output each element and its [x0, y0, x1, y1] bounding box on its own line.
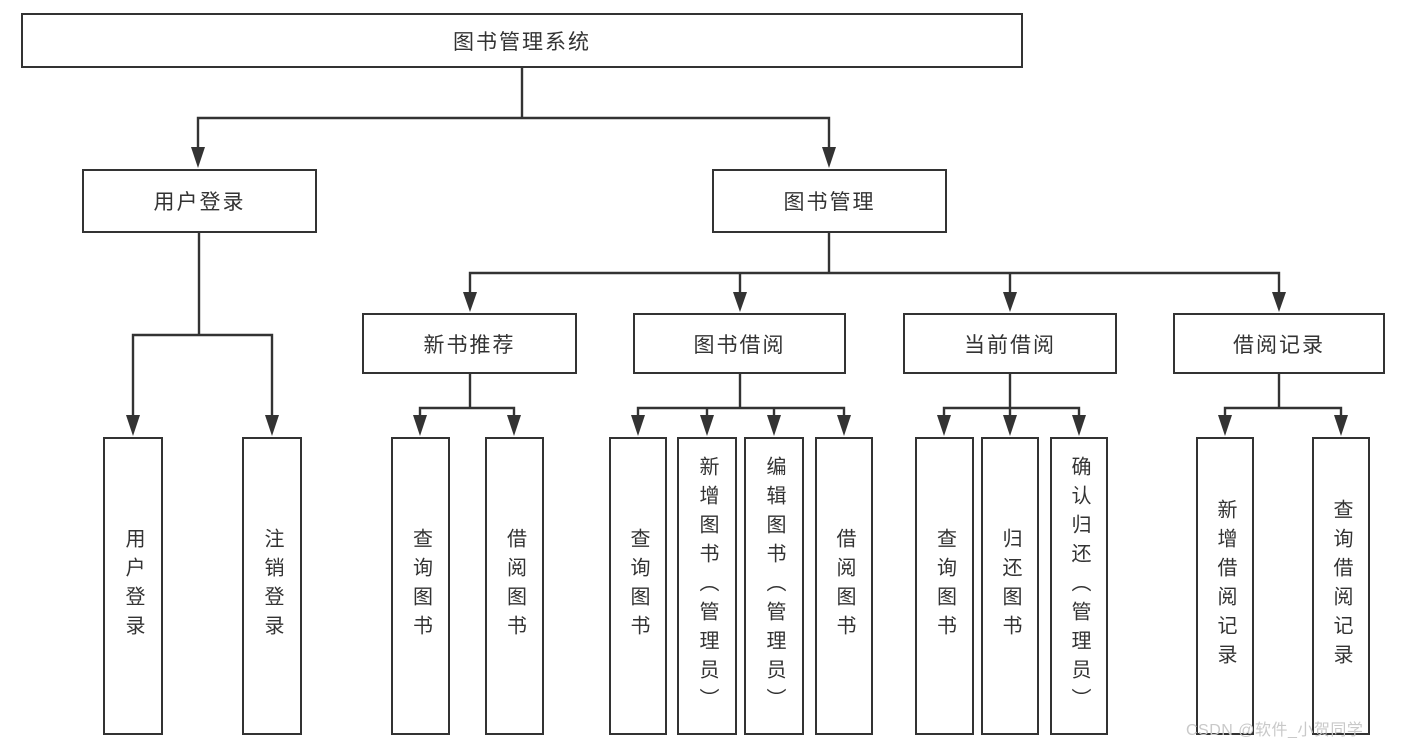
leaf-label: 查询图书	[409, 528, 432, 644]
leaf-br-add-record: 新增借阅记录	[1196, 437, 1254, 735]
leaf-nb-borrow-books: 借阅图书	[485, 437, 544, 735]
leaf-label: 借阅图书	[503, 528, 526, 644]
node-borrow-records: 借阅记录	[1173, 313, 1385, 374]
leaf-logout-login: 注销登录	[242, 437, 302, 735]
node-label: 当前借阅	[964, 333, 1056, 357]
leaf-label: 注销登录	[261, 528, 283, 644]
leaf-cb-confirm-return-admin: 确认归还（管理员）	[1050, 437, 1108, 735]
watermark: CSDN @软件_小贺同学	[1186, 722, 1364, 739]
node-current-borrow: 当前借阅	[903, 313, 1117, 374]
leaf-bb-edit-books-admin: 编辑图书（管理员）	[744, 437, 804, 735]
node-user-login: 用户登录	[82, 169, 317, 233]
node-new-book-recommend: 新书推荐	[362, 313, 577, 374]
node-book-borrow: 图书借阅	[633, 313, 846, 374]
node-book-management: 图书管理	[712, 169, 947, 233]
leaf-label: 编辑图书（管理员）	[763, 455, 785, 717]
node-label: 图书管理	[783, 191, 876, 214]
node-label: 图书管理系统	[453, 30, 591, 54]
leaf-label: 新增借阅记录	[1214, 499, 1236, 673]
leaf-label: 新增图书（管理员）	[696, 455, 718, 717]
leaf-bb-add-books-admin: 新增图书（管理员）	[677, 437, 737, 735]
leaf-label: 查询图书	[933, 528, 956, 644]
leaf-label: 用户登录	[122, 528, 144, 644]
node-label: 图书借阅	[693, 333, 786, 357]
leaf-label: 归还图书	[999, 528, 1021, 644]
node-library-management-system: 图书管理系统	[21, 13, 1023, 68]
node-label: 用户登录	[153, 191, 246, 214]
leaf-cb-query-books: 查询图书	[915, 437, 974, 735]
leaf-user-login: 用户登录	[103, 437, 163, 735]
leaf-nb-query-books: 查询图书	[391, 437, 450, 735]
leaf-label: 查询图书	[627, 528, 649, 644]
node-label: 新书推荐	[423, 333, 516, 357]
node-label: 借阅记录	[1233, 333, 1325, 357]
leaf-bb-query-books: 查询图书	[609, 437, 667, 735]
leaf-br-query-record: 查询借阅记录	[1312, 437, 1370, 735]
leaf-cb-return-books: 归还图书	[981, 437, 1039, 735]
leaf-label: 查询借阅记录	[1330, 499, 1352, 673]
leaf-label: 借阅图书	[833, 528, 855, 644]
leaf-bb-borrow-books: 借阅图书	[815, 437, 873, 735]
leaf-label: 确认归还（管理员）	[1068, 455, 1090, 717]
